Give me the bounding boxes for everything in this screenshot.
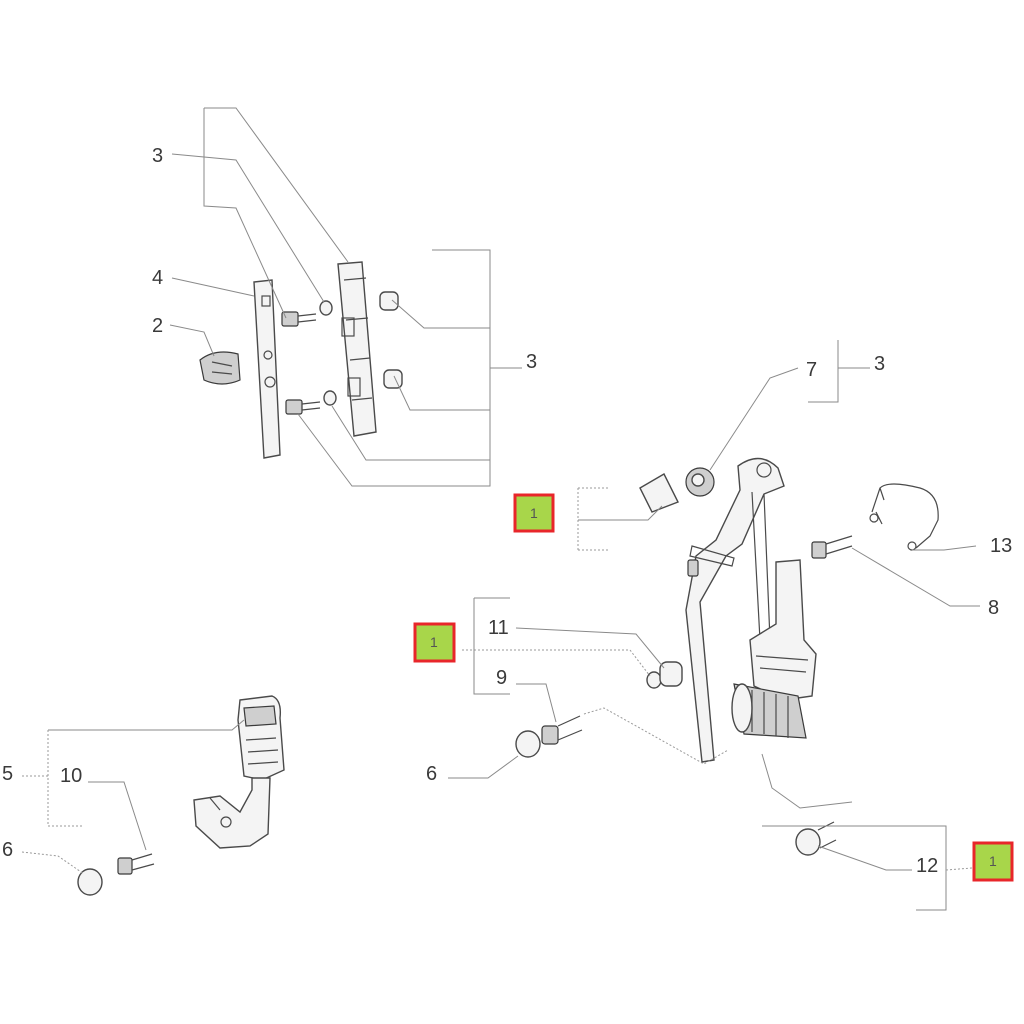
belt-retractor-assembly	[515, 457, 939, 856]
reference-marker-a-text: 1	[530, 505, 538, 521]
callout-9: 9	[496, 667, 507, 689]
retractor-spool	[731, 683, 807, 739]
callout-10: 10	[60, 765, 82, 787]
bolt-10	[117, 853, 155, 875]
callout-7: 7	[806, 359, 817, 381]
cap-6-left	[77, 868, 103, 896]
reference-marker-c[interactable]: 1	[972, 841, 1014, 882]
bolt-lower	[285, 399, 321, 415]
callout-12: 12	[916, 855, 938, 877]
callout-13: 13	[990, 535, 1012, 557]
callout-6-mid: 6	[426, 763, 437, 785]
buckle-stalk	[193, 777, 271, 849]
washer-upper	[319, 300, 333, 316]
callout-5: 5	[2, 763, 13, 785]
spacer-11	[659, 661, 683, 687]
clip-cap	[639, 473, 679, 513]
callout-6-left: 6	[2, 839, 13, 861]
washer-lower	[323, 390, 337, 406]
callout-2: 2	[152, 315, 163, 337]
callout-4: 4	[152, 267, 163, 289]
reference-marker-a[interactable]: 1	[513, 493, 555, 533]
spacer-upper	[379, 291, 399, 311]
cap-6-mid	[515, 730, 541, 758]
washer-11	[646, 671, 662, 689]
bolt-8	[811, 535, 853, 559]
reference-marker-b[interactable]: 1	[413, 622, 456, 663]
hook-bracket	[871, 483, 939, 549]
callout-11: 11	[488, 617, 509, 639]
trim-cover	[199, 351, 241, 385]
reference-marker-b-text: 1	[430, 634, 438, 650]
spacer-lower	[383, 369, 403, 389]
belt-webbing	[751, 491, 771, 641]
callout-3-right: 3	[526, 351, 537, 373]
reference-marker-c-text: 1	[989, 853, 997, 869]
callout-8: 8	[988, 597, 999, 619]
belt-guide-arm	[685, 457, 785, 763]
callout-7-group-3: 3	[874, 353, 885, 375]
bolt-upper	[281, 311, 317, 327]
buckle-assembly	[77, 695, 285, 896]
callout-3-top: 3	[152, 145, 163, 167]
bolt-9	[541, 715, 583, 745]
slide-rail	[337, 261, 377, 437]
anchor-plate-assembly	[199, 261, 403, 459]
anchor-plate	[253, 279, 281, 459]
